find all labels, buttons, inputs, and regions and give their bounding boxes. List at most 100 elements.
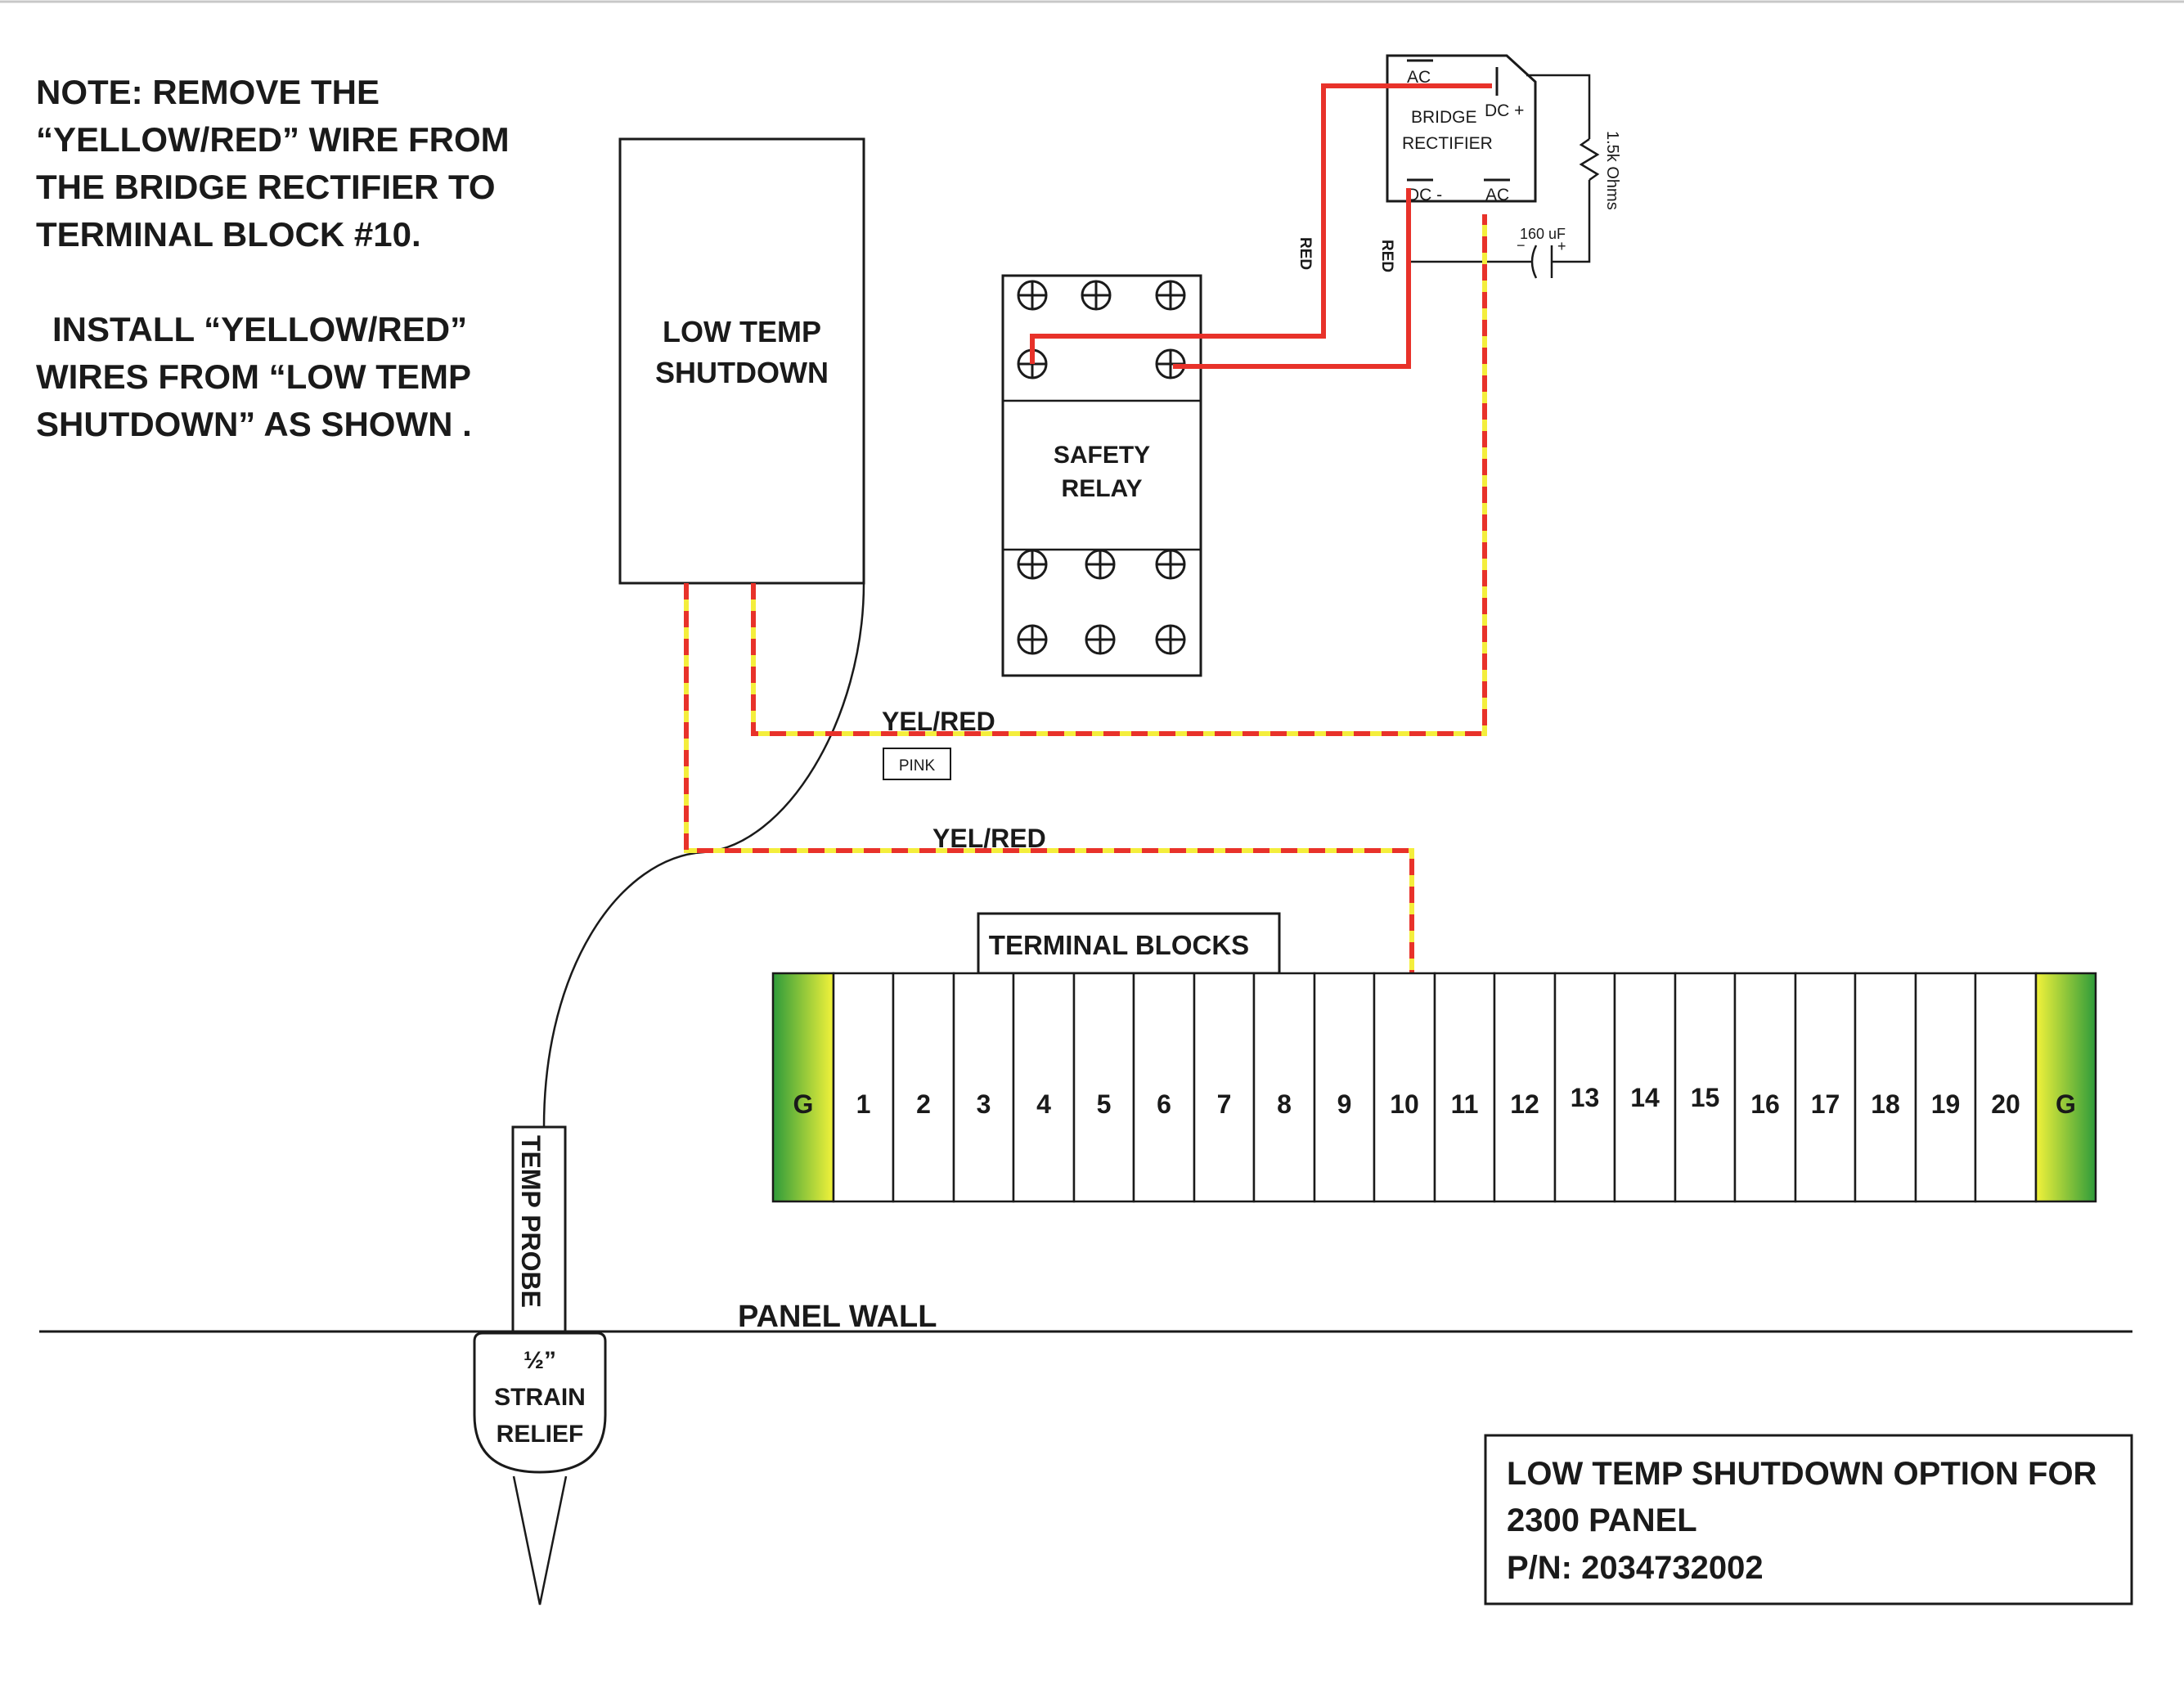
red-wire-2 [1173, 188, 1411, 369]
title-block-box [1484, 1434, 2133, 1605]
temp-probe-body [511, 1125, 567, 1333]
terminal-block [1914, 972, 1977, 1203]
terminal-label: 16 [1750, 1089, 1780, 1119]
terminal-label: 20 [1991, 1089, 2020, 1119]
panel-wall-label: PANEL WALL [738, 1300, 937, 1334]
note-line-6: WIRES FROM “LOW TEMP [36, 357, 471, 396]
yel-red-lower-label: YEL/RED [932, 824, 1046, 853]
terminal-block [892, 972, 955, 1203]
terminal-block [1193, 972, 1256, 1203]
bridge-rectifier-body [1386, 54, 1537, 203]
ground-terminal [2034, 972, 2097, 1203]
terminal-block [952, 972, 1015, 1203]
rectifier-title-2: RECTIFIER [1402, 134, 1493, 153]
title-line-1: LOW TEMP SHUTDOWN OPTION FOR [1507, 1456, 2097, 1492]
resistor-lead-top [1526, 74, 1591, 139]
safety-relay-label-1: SAFETY [1054, 442, 1150, 469]
red-wire-1-label: RED [1296, 237, 1314, 270]
rectifier-dc-plus-label: DC + [1485, 101, 1524, 120]
terminal-label: G [793, 1089, 814, 1119]
terminal-label: 17 [1811, 1089, 1840, 1119]
probe-tip [512, 1475, 568, 1605]
terminal-label: 11 [1451, 1089, 1479, 1119]
terminal-label: 2 [916, 1089, 931, 1119]
strain-relief-label-3: RELIEF [497, 1421, 584, 1448]
note-line-4: TERMINAL BLOCK #10. [36, 215, 421, 254]
note-line-7: SHUTDOWN” AS SHOWN . [36, 405, 472, 443]
screw-terminal-icon [1155, 624, 1186, 655]
terminal-block [1674, 972, 1737, 1203]
safety-relay-body [1001, 274, 1202, 677]
terminal-label: 4 [1036, 1089, 1051, 1119]
rectifier-ac-bottom-label: AC [1485, 186, 1509, 204]
terminal-label: 8 [1277, 1089, 1292, 1119]
pink-tag-label: PINK [899, 757, 936, 775]
terminal-block [1553, 972, 1616, 1203]
low-temp-shutdown-box [618, 137, 865, 585]
note-line-2: “YELLOW/RED” WIRE FROM [36, 120, 510, 159]
resistor-lead-bottom [1552, 180, 1591, 263]
terminal-label: 13 [1571, 1083, 1600, 1112]
terminal-block [1493, 972, 1557, 1203]
terminal-block [1313, 972, 1376, 1203]
terminal-label: 18 [1871, 1089, 1900, 1119]
title-line-3: P/N: 2034732002 [1507, 1550, 1764, 1586]
ground-terminal [771, 972, 835, 1203]
terminal-label: 6 [1157, 1089, 1171, 1119]
screw-terminal-icon [1017, 549, 1048, 580]
screw-terminal-icon [1085, 549, 1116, 580]
terminal-block [1373, 972, 1436, 1203]
capacitor-plus: + [1557, 238, 1566, 254]
bridge-rectifier: AC DC + BRIDGE RECTIFIER DC - AC [1386, 54, 1537, 204]
low-temp-shutdown-unit: LOW TEMP SHUTDOWN [618, 137, 865, 585]
screw-terminal-icon [1155, 549, 1186, 580]
title-block: LOW TEMP SHUTDOWN OPTION FOR 2300 PANEL … [1484, 1434, 2133, 1605]
capacitor-minus: − [1517, 237, 1526, 254]
temp-probe: TEMP PROBE ½” STRAIN RELIEF [473, 1125, 607, 1605]
rectifier-ac-top-label: AC [1407, 68, 1431, 87]
terminal-block [1132, 972, 1196, 1203]
strain-relief [473, 1331, 607, 1474]
installation-note: NOTE: REMOVE THE “YELLOW/RED” WIRE FROM … [36, 73, 510, 443]
terminal-label: 7 [1217, 1089, 1232, 1119]
yel-red-wire-lower [684, 583, 1414, 973]
yel-red-wire-upper [751, 214, 1487, 736]
terminal-blocks-header-box [977, 912, 1281, 975]
rectifier-dc-minus-label: DC - [1407, 186, 1442, 204]
terminal-block [1072, 972, 1135, 1203]
screw-terminal-icon [1017, 624, 1048, 655]
terminal-label: 5 [1097, 1089, 1112, 1119]
note-line-5: INSTALL “YELLOW/RED” [52, 310, 467, 348]
pink-tag [883, 748, 951, 780]
yel-red-upper-label: YEL/RED [882, 707, 995, 736]
terminal-label: 15 [1691, 1083, 1720, 1112]
terminal-label: 12 [1510, 1089, 1539, 1119]
terminal-block [1733, 972, 1797, 1203]
terminal-label: 14 [1630, 1083, 1660, 1112]
resistor-label: 1.5k Ohms [1603, 131, 1621, 210]
capacitor-label: 160 uF [1520, 226, 1566, 242]
terminal-block [1974, 972, 2038, 1203]
strain-relief-label-1: ½” [524, 1347, 556, 1374]
rc-circuit: 1.5k Ohms 160 uF − + [1408, 74, 1621, 279]
terminal-block [1613, 972, 1677, 1203]
terminal-block [1433, 972, 1496, 1203]
red-wire-2-label: RED [1378, 240, 1395, 272]
capacitor-icon [1530, 245, 1538, 279]
terminal-block [1854, 972, 1917, 1203]
terminal-block [832, 972, 895, 1203]
terminal-label: 1 [856, 1089, 871, 1119]
terminal-block [1012, 972, 1076, 1203]
terminal-label: 10 [1390, 1089, 1419, 1119]
terminal-label: 3 [977, 1089, 991, 1119]
resistor-icon [1579, 137, 1600, 182]
screw-terminal-icon [1081, 280, 1112, 311]
title-line-2: 2300 PANEL [1507, 1502, 1697, 1538]
note-line-1: NOTE: REMOVE THE [36, 73, 380, 111]
strain-relief-label-2: STRAIN [494, 1384, 586, 1411]
screw-terminal-icon [1155, 280, 1186, 311]
terminal-label: 19 [1931, 1089, 1961, 1119]
